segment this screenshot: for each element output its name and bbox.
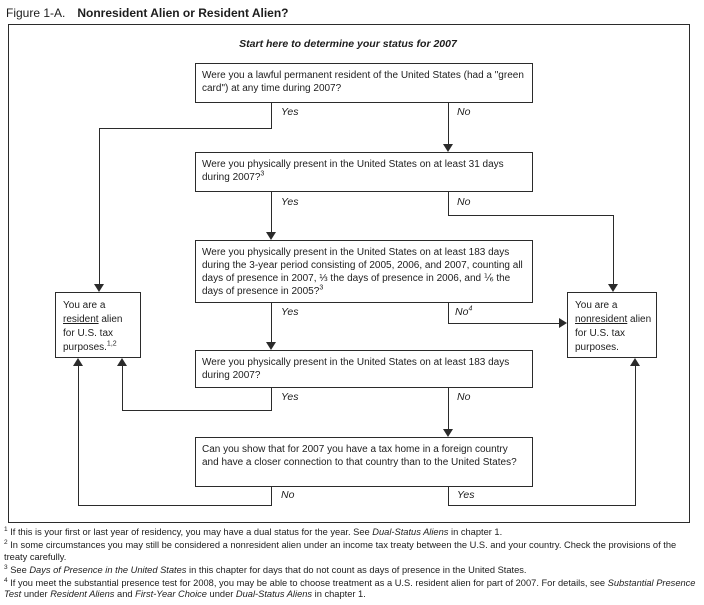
footnote-4: 4 If you meet the substantial presence t…	[4, 576, 696, 600]
label-q1-yes: Yes	[281, 106, 299, 118]
connector-q4-yes	[122, 410, 272, 411]
label-q3-no: No4	[455, 305, 473, 319]
question-box-3: Were you physically present in the Unite…	[195, 240, 533, 303]
nonresident-text-underlined: nonresident	[575, 314, 628, 325]
connector-q3-yes	[271, 303, 272, 343]
connector-q1-no	[448, 103, 449, 145]
footnote-3: 3 See Days of Presence in the United Sta…	[4, 563, 527, 575]
resident-text-pre: You are a	[63, 300, 106, 311]
footnote-4-number: 4	[4, 576, 8, 584]
label-q4-yes: Yes	[281, 391, 299, 403]
label-q5-yes: Yes	[457, 489, 475, 501]
question-box-5: Can you show that for 2007 you have a ta…	[195, 437, 533, 487]
question-1-text: Were you a lawful permanent resident of …	[202, 70, 524, 94]
label-q2-yes: Yes	[281, 196, 299, 208]
footnote-1-number: 1	[4, 525, 8, 533]
footnote-2-number: 2	[4, 538, 8, 546]
label-q4-no: No	[457, 391, 471, 403]
connector-q2-no	[448, 215, 614, 216]
label-q1-no: No	[457, 106, 471, 118]
question-5-text: Can you show that for 2007 you have a ta…	[202, 444, 517, 468]
arrow-down-icon	[443, 144, 453, 152]
question-3-text: Were you physically present in the Unite…	[202, 247, 523, 297]
figure-title: Nonresident Alien or Resident Alien?	[77, 6, 289, 20]
label-q2-no: No	[457, 196, 471, 208]
connector-q5-no	[271, 487, 272, 506]
footnote-3-number: 3	[4, 563, 8, 571]
arrow-down-icon	[266, 232, 276, 240]
connector-q3-no	[448, 323, 560, 324]
question-2-footnote-ref: 3	[260, 170, 265, 178]
question-box-2: Were you physically present in the Unite…	[195, 152, 533, 192]
arrow-up-icon	[73, 358, 83, 366]
connector-q4-no	[448, 388, 449, 430]
resident-text-post: alien for U.S. tax purposes.	[63, 314, 123, 353]
flowchart-frame	[8, 24, 690, 523]
figure-label: Figure 1-A.	[6, 6, 66, 20]
connector-q2-yes	[271, 192, 272, 233]
arrow-right-icon	[559, 318, 567, 328]
connector-q5-no	[78, 505, 272, 506]
nonresident-text-post: alien for U.S. tax purposes.	[575, 314, 652, 353]
nonresident-text-pre: You are a	[575, 300, 618, 311]
connector-q1-yes	[99, 128, 272, 129]
result-box-nonresident: You are a nonresident alien for U.S. tax…	[567, 292, 657, 358]
arrow-down-icon	[94, 284, 104, 292]
start-here-text: Start here to determine your status for …	[239, 38, 457, 50]
arrow-up-icon	[117, 358, 127, 366]
connector-q3-no	[448, 303, 449, 324]
connector-q1-yes	[271, 103, 272, 129]
question-2-text: Were you physically present in the Unite…	[202, 159, 504, 183]
arrow-up-icon	[630, 358, 640, 366]
connector-q5-yes	[448, 505, 636, 506]
connector-q4-yes	[122, 365, 123, 411]
connector-q2-no	[613, 215, 614, 285]
connector-q1-yes	[99, 128, 100, 285]
arrow-down-icon	[608, 284, 618, 292]
arrow-down-icon	[443, 429, 453, 437]
label-q3-yes: Yes	[281, 306, 299, 318]
footnotes: 1 If this is your first or last year of …	[4, 525, 701, 602]
footnote-2: 2 In some circumstances you may still be…	[4, 538, 677, 562]
question-box-1: Were you a lawful permanent resident of …	[195, 63, 533, 103]
question-box-4: Were you physically present in the Unite…	[195, 350, 533, 388]
footnote-1: 1 If this is your first or last year of …	[4, 525, 503, 537]
resident-footnote-ref: 1,2	[106, 340, 117, 348]
resident-text-underlined: resident	[63, 314, 99, 325]
connector-q5-yes	[635, 365, 636, 506]
connector-q2-no	[448, 192, 449, 216]
label-q5-no: No	[281, 489, 295, 501]
question-4-text: Were you physically present in the Unite…	[202, 357, 510, 381]
page-title: Figure 1-A. Nonresident Alien or Resident…	[6, 6, 289, 20]
connector-q5-yes	[448, 487, 449, 506]
connector-q5-no	[78, 365, 79, 506]
connector-q4-yes	[271, 388, 272, 411]
question-3-footnote-ref: 3	[319, 284, 324, 292]
arrow-down-icon	[266, 342, 276, 350]
result-box-resident: You are a resident alien for U.S. tax pu…	[55, 292, 141, 358]
